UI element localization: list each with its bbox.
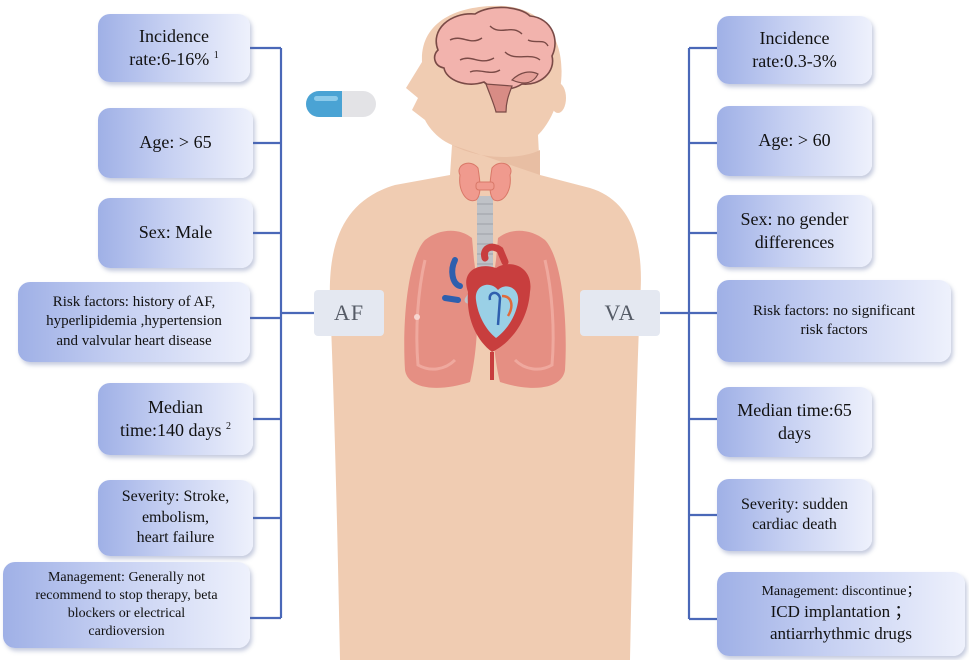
va-risk-line-2: risk factors	[800, 322, 868, 338]
va-age-box: Age: > 60	[717, 106, 872, 176]
capsule-icon	[306, 91, 376, 117]
va-median-time-box: Median time:65 days	[717, 387, 872, 457]
va-incidence-line-2: rate:0.3-3%	[752, 51, 837, 71]
af-severity-box: Severity: Stroke, embolism, heart failur…	[98, 480, 253, 556]
va-severity-line-2: cardiac death	[752, 516, 837, 533]
va-age-text: Age: > 60	[758, 130, 831, 151]
af-risk-factors-box: Risk factors: history of AF, hyperlipide…	[18, 282, 250, 362]
af-risk-line-3: and valvular heart disease	[56, 332, 212, 349]
af-mgmt-line-4: cardioversion	[88, 623, 165, 639]
af-severity-line-2: embolism,	[141, 508, 210, 526]
af-management-box: Management: Generally not recommend to s…	[3, 562, 250, 648]
af-median-line-2-wrap: time:140 days 2	[120, 419, 231, 442]
va-mgmt-line-2: ICD implantation ；	[770, 602, 912, 622]
trachea-icon	[477, 196, 493, 276]
af-severity-line-1: Severity: Stroke,	[121, 488, 230, 506]
va-median-line-1: Median time:65	[737, 399, 852, 420]
va-mgmt-line-3: antiarrhythmic drugs	[769, 623, 913, 643]
af-mgmt-line-2: recommend to stop therapy, beta	[35, 588, 218, 604]
va-mgmt-line-1: Management: discontinue；	[761, 584, 921, 600]
af-median-line-1: Median	[148, 396, 203, 417]
af-incidence-value: rate:6-16%	[129, 49, 210, 69]
af-median-time-box: Median time:140 days 2	[98, 383, 253, 455]
af-risk-line-2: hyperlipidemia ,hypertension	[46, 313, 222, 330]
af-median-ref: 2	[226, 421, 231, 432]
va-management-box: Management: discontinue； ICD implantatio…	[717, 572, 965, 656]
va-sex-line-2: differences	[754, 232, 835, 252]
va-severity-line-1: Severity: sudden	[740, 495, 849, 513]
va-risk-line-1: Risk factors: no significant	[752, 302, 916, 319]
neck-shadow	[452, 145, 540, 175]
va-severity-box: Severity: sudden cardiac death	[717, 479, 872, 551]
af-incidence-ref: 1	[213, 50, 219, 61]
va-risk-factors-box: Risk factors: no significant risk factor…	[717, 280, 951, 362]
va-tag: VA	[580, 290, 660, 336]
af-mgmt-line-1: Management: Generally not	[47, 570, 206, 586]
af-tag: AF	[314, 290, 384, 336]
af-age-text: Age: > 65	[139, 132, 212, 153]
va-incidence-line-1: Incidence	[759, 27, 830, 48]
af-incidence-value-line: rate:6-16% 1	[129, 48, 218, 71]
af-incidence-box: Incidence rate:6-16% 1	[98, 14, 250, 82]
va-incidence-box: Incidence rate:0.3-3%	[717, 16, 872, 84]
af-age-box: Age: > 65	[98, 108, 253, 178]
va-median-line-2: days	[778, 423, 811, 443]
af-connector-lines	[250, 46, 314, 620]
thyroid-icon	[458, 162, 512, 202]
af-incidence-label: Incidence	[139, 25, 209, 46]
heart-icon	[414, 243, 531, 380]
af-severity-line-3: heart failure	[136, 529, 215, 547]
af-median-line-2: time:140 days	[120, 420, 222, 440]
brain-icon	[433, 6, 556, 113]
va-sex-line-1: Sex: no gender	[740, 208, 849, 229]
af-sex-box: Sex: Male	[98, 198, 253, 268]
af-risk-line-1: Risk factors: history of AF,	[52, 294, 216, 311]
va-connector-lines	[660, 46, 717, 621]
va-sex-box: Sex: no gender differences	[717, 195, 872, 267]
af-mgmt-line-3: blockers or electrical	[67, 606, 186, 621]
af-sex-text: Sex: Male	[138, 222, 213, 243]
